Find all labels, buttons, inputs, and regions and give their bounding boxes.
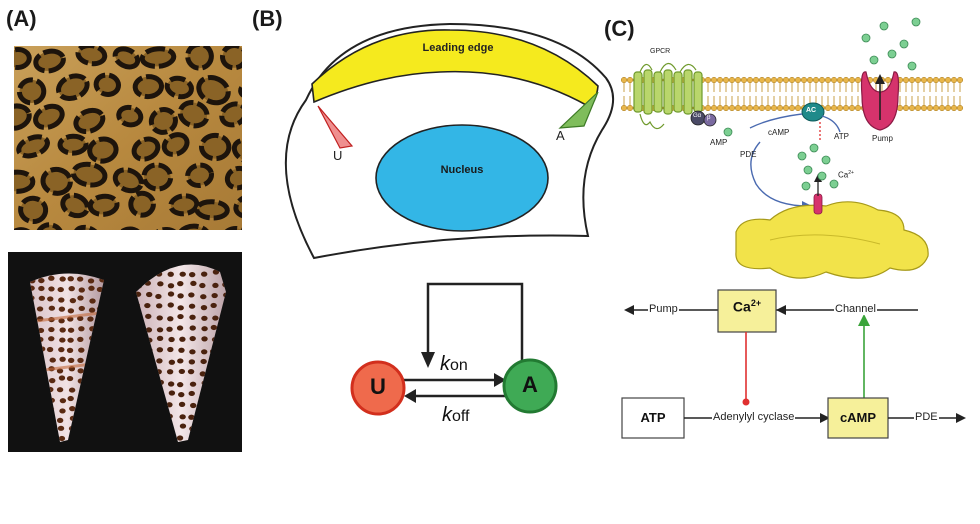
gpcr-receptor	[633, 62, 703, 130]
pump-cell-label: Pump	[872, 134, 893, 143]
leopard-fur-image	[14, 46, 242, 230]
a-node	[502, 358, 558, 414]
endoplasmic-reticulum	[735, 201, 929, 279]
nucleus-label: Nucleus	[440, 164, 484, 176]
u-marker-label: U	[333, 148, 343, 163]
a-marker-label: A	[556, 128, 565, 143]
k-off-label: koff	[442, 404, 470, 426]
nucleus	[375, 124, 549, 232]
pump-network-label: Pump	[648, 303, 679, 315]
a-marker-triangle	[558, 91, 599, 129]
adenylyl-cyclase-protein	[801, 102, 825, 122]
atp-cell-label: ATP	[834, 132, 849, 141]
ca-box	[717, 289, 777, 333]
gpcr-label: GPCR	[650, 48, 671, 55]
a-node-label: A	[522, 372, 538, 397]
k-on-label: kon	[440, 353, 468, 375]
panel-c-letter: (C)	[604, 16, 635, 41]
u-marker-triangle	[317, 105, 354, 149]
channel-label: Channel	[834, 303, 877, 315]
u-node	[350, 360, 406, 416]
panel-a-letter: (A)	[6, 6, 37, 31]
u-node-label: U	[370, 374, 386, 399]
pde-network-label: PDE	[914, 411, 939, 423]
atp-box-label: ATP	[640, 410, 666, 425]
camp-box	[827, 397, 889, 439]
ac-label: AC	[806, 107, 817, 114]
amp-label: AMP	[710, 138, 728, 147]
panel-b-letter: (B)	[252, 6, 283, 31]
leading-edge-label: Leading edge	[422, 42, 494, 54]
camp-cell-label: cAMP	[768, 128, 790, 137]
ca-box-label: Ca2+	[732, 298, 762, 315]
camp-box-label: cAMP	[839, 410, 877, 425]
cone-shells-image	[8, 252, 242, 452]
ca2-cell-label: Ca2+	[838, 170, 854, 180]
g-alpha-label: Gα	[693, 113, 702, 119]
g-beta-label: β	[707, 115, 711, 121]
pde-cell-label: PDE	[740, 150, 757, 159]
g-beta-subunit	[703, 113, 717, 127]
feedback-loop-arrow	[426, 282, 524, 362]
adenylyl-cyclase-label: Adenylyl cyclase	[712, 411, 796, 423]
